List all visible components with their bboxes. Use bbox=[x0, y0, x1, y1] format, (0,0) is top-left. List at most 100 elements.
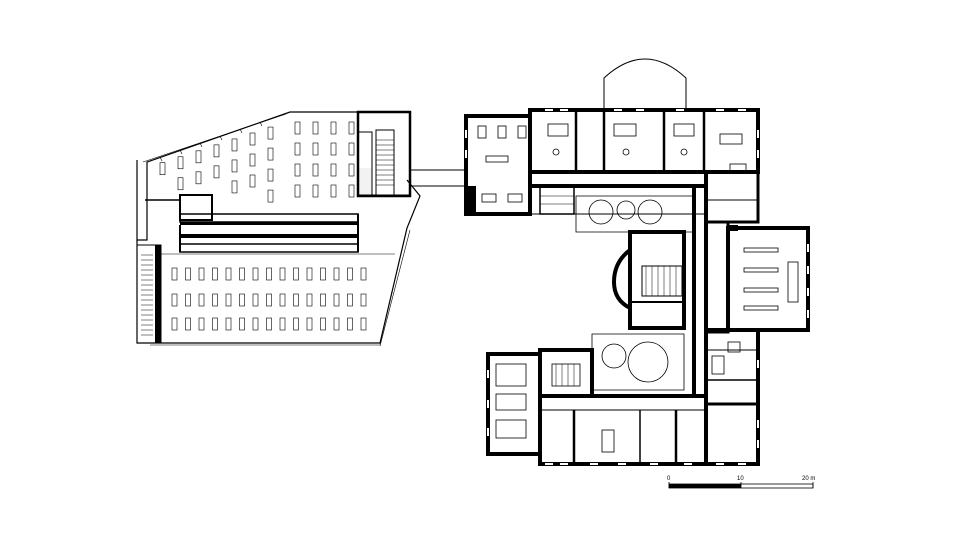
reading-desk bbox=[266, 293, 272, 307]
reading-desk bbox=[333, 317, 340, 331]
reading-desk bbox=[267, 168, 274, 182]
window-openings bbox=[465, 109, 809, 465]
reading-desk bbox=[239, 267, 245, 281]
main-building bbox=[486, 58, 810, 466]
lecture-hall bbox=[726, 226, 810, 332]
reading-desk bbox=[225, 317, 232, 331]
reading-desk bbox=[213, 144, 220, 158]
reading-desk bbox=[312, 121, 319, 135]
pavilion-furniture bbox=[495, 363, 527, 439]
reading-desk bbox=[279, 267, 286, 281]
reading-desk bbox=[279, 317, 286, 331]
reading-desk bbox=[212, 267, 218, 281]
west-wing bbox=[136, 111, 421, 347]
reading-desk bbox=[252, 293, 259, 307]
reading-desk bbox=[249, 174, 256, 188]
reading-desk bbox=[252, 267, 259, 281]
reading-desk bbox=[294, 163, 301, 177]
reading-desk bbox=[239, 293, 245, 307]
reading-desk bbox=[198, 293, 205, 307]
reading-desk bbox=[306, 293, 313, 307]
reading-desk bbox=[225, 267, 232, 281]
reading-desk bbox=[252, 317, 259, 331]
reading-desk bbox=[330, 121, 337, 135]
reading-desk bbox=[198, 267, 205, 281]
reading-desk bbox=[306, 317, 313, 331]
reading-desk bbox=[333, 267, 340, 281]
reading-desk bbox=[333, 293, 340, 307]
west-stair bbox=[141, 254, 153, 336]
seminar-room bbox=[464, 114, 532, 216]
seminar-chairs bbox=[477, 125, 527, 203]
apse bbox=[603, 58, 687, 110]
reading-desk bbox=[293, 267, 299, 281]
reading-desk bbox=[360, 267, 367, 281]
reading-desk bbox=[330, 142, 337, 156]
reading-desk bbox=[294, 142, 301, 156]
reading-desk bbox=[330, 184, 337, 198]
reading-desk bbox=[347, 293, 353, 307]
reading-desk bbox=[320, 267, 326, 281]
reading-desk bbox=[177, 177, 184, 191]
scale-label-10: 10 bbox=[737, 476, 744, 482]
reading-desk bbox=[360, 317, 367, 331]
reading-desk bbox=[177, 156, 184, 170]
reading-desk bbox=[348, 184, 355, 198]
west-stair-tower bbox=[356, 110, 412, 198]
reading-desk bbox=[347, 267, 353, 281]
reading-desk bbox=[294, 184, 301, 198]
reading-desk bbox=[225, 293, 232, 307]
reading-desk bbox=[267, 126, 274, 140]
facade-mullions bbox=[159, 121, 263, 162]
reading-desk bbox=[212, 293, 218, 307]
reading-desks-lower bbox=[171, 267, 367, 331]
reading-desk bbox=[171, 317, 178, 331]
link-bridge bbox=[410, 169, 466, 187]
reading-desk bbox=[312, 163, 319, 177]
reading-desk bbox=[279, 293, 286, 307]
scale-label-0: 0 bbox=[667, 476, 671, 482]
reading-desk bbox=[293, 293, 299, 307]
scale-bar bbox=[668, 482, 814, 489]
reading-desk bbox=[171, 293, 178, 307]
reading-desk bbox=[348, 121, 355, 135]
scale-label-20m: 20 m bbox=[802, 476, 816, 482]
slanted-facade bbox=[136, 111, 358, 241]
reading-desk bbox=[231, 138, 238, 152]
reading-desk bbox=[195, 150, 202, 164]
reading-desk bbox=[239, 317, 245, 331]
reading-desk bbox=[266, 317, 272, 331]
reading-desk bbox=[320, 317, 326, 331]
reading-desk bbox=[312, 142, 319, 156]
reading-desk bbox=[195, 171, 202, 185]
office-desks bbox=[547, 123, 747, 173]
reading-desk bbox=[330, 163, 337, 177]
reading-desk bbox=[185, 267, 191, 281]
reading-desk bbox=[267, 189, 274, 203]
reading-desk bbox=[306, 267, 313, 281]
reading-desk bbox=[347, 317, 353, 331]
reading-desk bbox=[213, 165, 220, 179]
reading-desk bbox=[348, 142, 355, 156]
reading-desk bbox=[266, 267, 272, 281]
reading-desk bbox=[267, 147, 274, 161]
reading-desk bbox=[231, 180, 238, 194]
reading-desk bbox=[249, 132, 256, 146]
reading-desk bbox=[320, 293, 326, 307]
reading-desk bbox=[159, 162, 166, 175]
reading-desk bbox=[185, 293, 191, 307]
reading-desk bbox=[198, 317, 205, 331]
light-well-south bbox=[591, 333, 685, 391]
reading-desk bbox=[185, 317, 191, 331]
reading-desk bbox=[231, 159, 238, 173]
reading-desk bbox=[212, 317, 218, 331]
reading-desk bbox=[293, 317, 299, 331]
reading-desk bbox=[294, 121, 301, 135]
reading-desk bbox=[312, 184, 319, 198]
reading-desk bbox=[249, 153, 256, 167]
reading-desk bbox=[360, 293, 367, 307]
reading-desk bbox=[348, 163, 355, 177]
reading-desks-upper bbox=[159, 121, 355, 203]
lecture-benches bbox=[743, 247, 799, 311]
